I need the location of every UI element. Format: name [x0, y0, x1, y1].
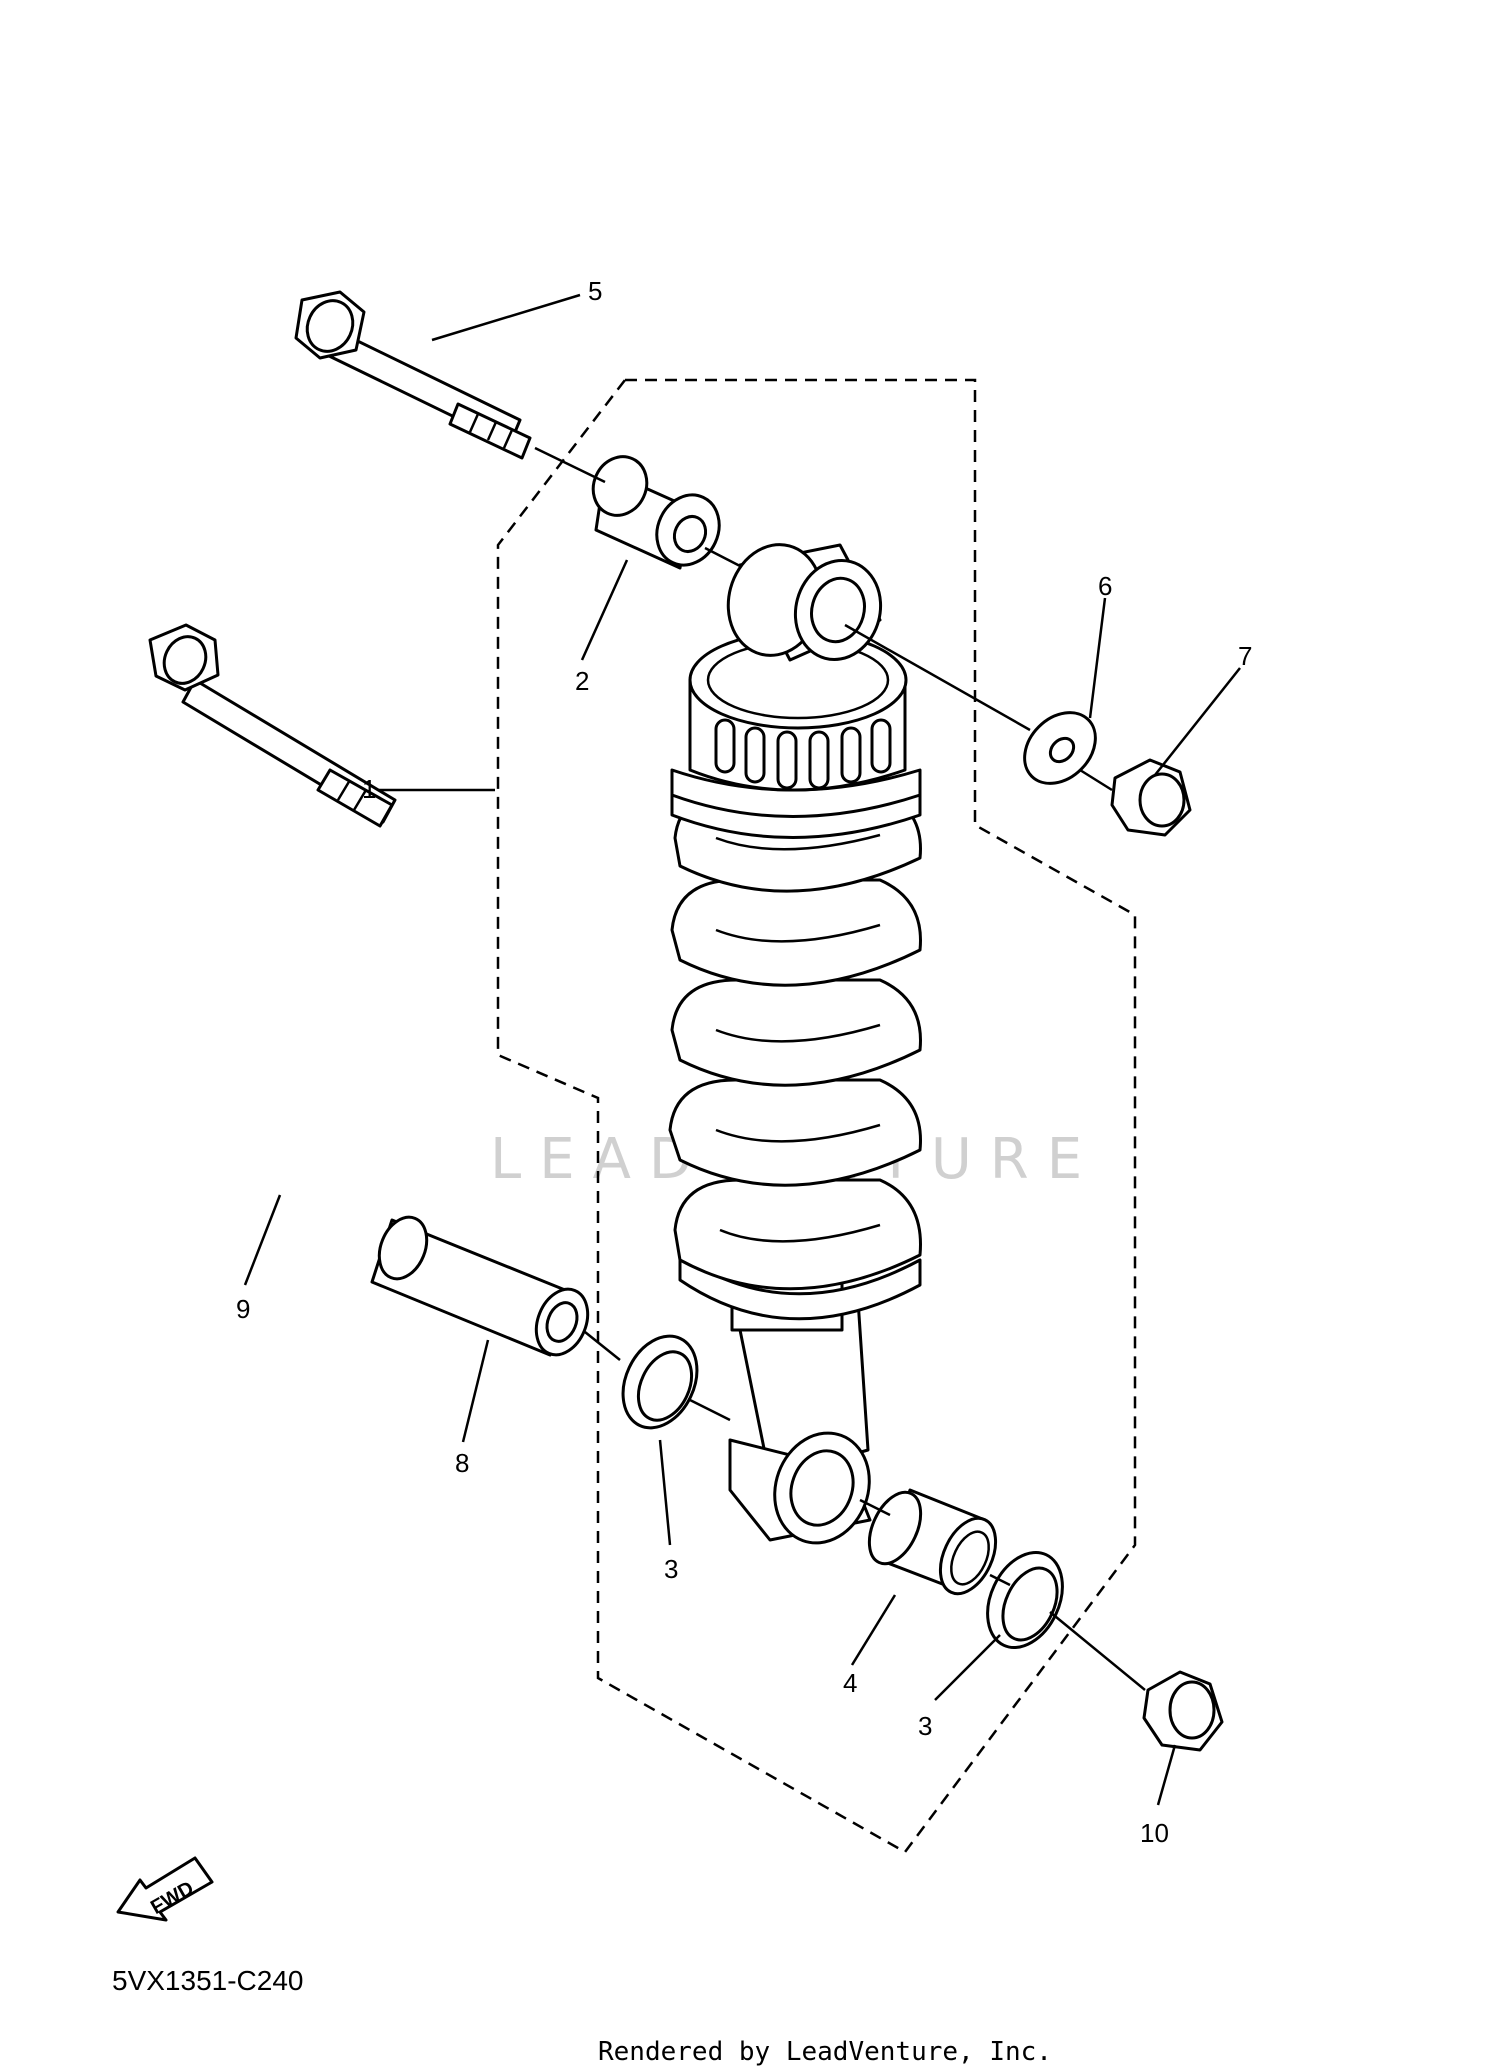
callout-1: 1: [362, 774, 376, 804]
callout-3-left: 3: [664, 1554, 678, 1584]
callout-9: 9: [236, 1294, 250, 1324]
diagram-code: 5VX1351-C240: [112, 1965, 303, 1996]
upper-nut: [1110, 758, 1192, 837]
callout-7: 7: [1238, 641, 1252, 671]
callout-10: 10: [1140, 1818, 1169, 1848]
callout-2: 2: [575, 666, 589, 696]
rendered-by-footer: Rendered by LeadVenture, Inc.: [598, 2037, 1052, 2067]
fwd-arrow: FWD: [116, 1856, 214, 1922]
lower-bolt: [148, 623, 397, 828]
callouts: 1 2 5 6 7 9 8 3 4 3 10: [236, 276, 1252, 1848]
leader-lines: [243, 293, 1241, 1806]
callout-6: 6: [1098, 571, 1112, 601]
oil-seal-left: [621, 1334, 699, 1430]
upper-bolt: [294, 290, 532, 460]
shock-absorber: [668, 543, 922, 1545]
center-lines: [534, 446, 1146, 1691]
lower-collar: [370, 1215, 590, 1357]
assembly-boundary: [496, 378, 1137, 1854]
callout-3-right: 3: [918, 1711, 932, 1741]
callout-4: 4: [843, 1668, 857, 1698]
upper-collar: [591, 455, 721, 570]
bearing: [867, 1488, 998, 1596]
lower-nut: [1142, 1670, 1224, 1752]
washer: [1023, 711, 1097, 785]
callout-8: 8: [455, 1448, 469, 1478]
callout-5: 5: [588, 276, 602, 306]
